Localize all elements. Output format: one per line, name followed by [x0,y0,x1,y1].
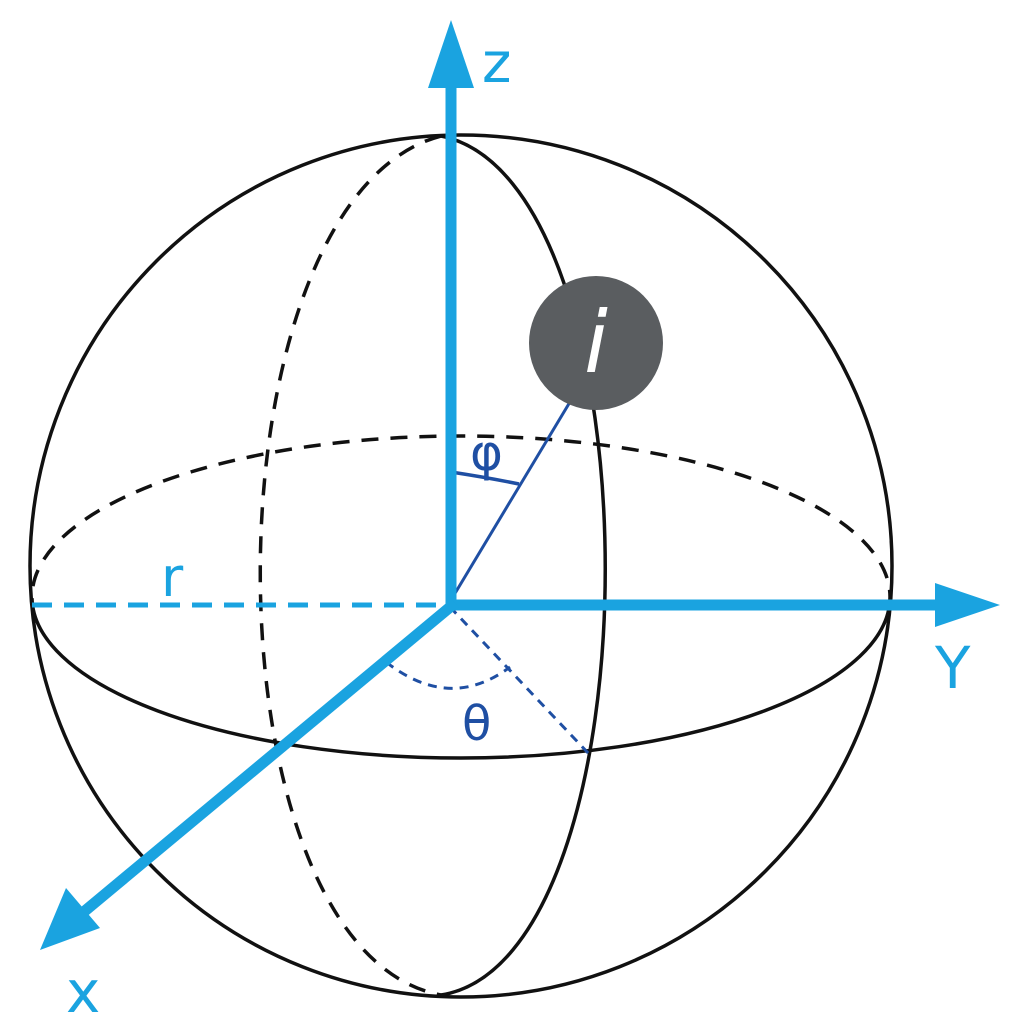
projection-line [448,605,592,757]
info-circle-icon: i [529,276,663,410]
phi-label: φ [470,424,503,482]
theta-label: θ [462,696,491,752]
point-label: i [584,293,608,393]
equator-front [30,605,892,760]
theta-arc [385,660,511,690]
sphere-outline [28,133,894,999]
x-axis-arrowhead [40,888,100,950]
z-axis-label: z [482,31,511,96]
radius-label: r [161,546,184,609]
y-axis-label: Y [934,634,971,702]
y-axis-arrowhead [935,583,1000,627]
x-axis-line [76,598,459,920]
x-axis-label: x [66,958,100,1026]
phi-arc [450,470,520,486]
z-axis-arrowhead [428,20,474,88]
equator-back [30,434,892,605]
meridian-front [440,134,607,997]
meridian-back [258,134,442,997]
